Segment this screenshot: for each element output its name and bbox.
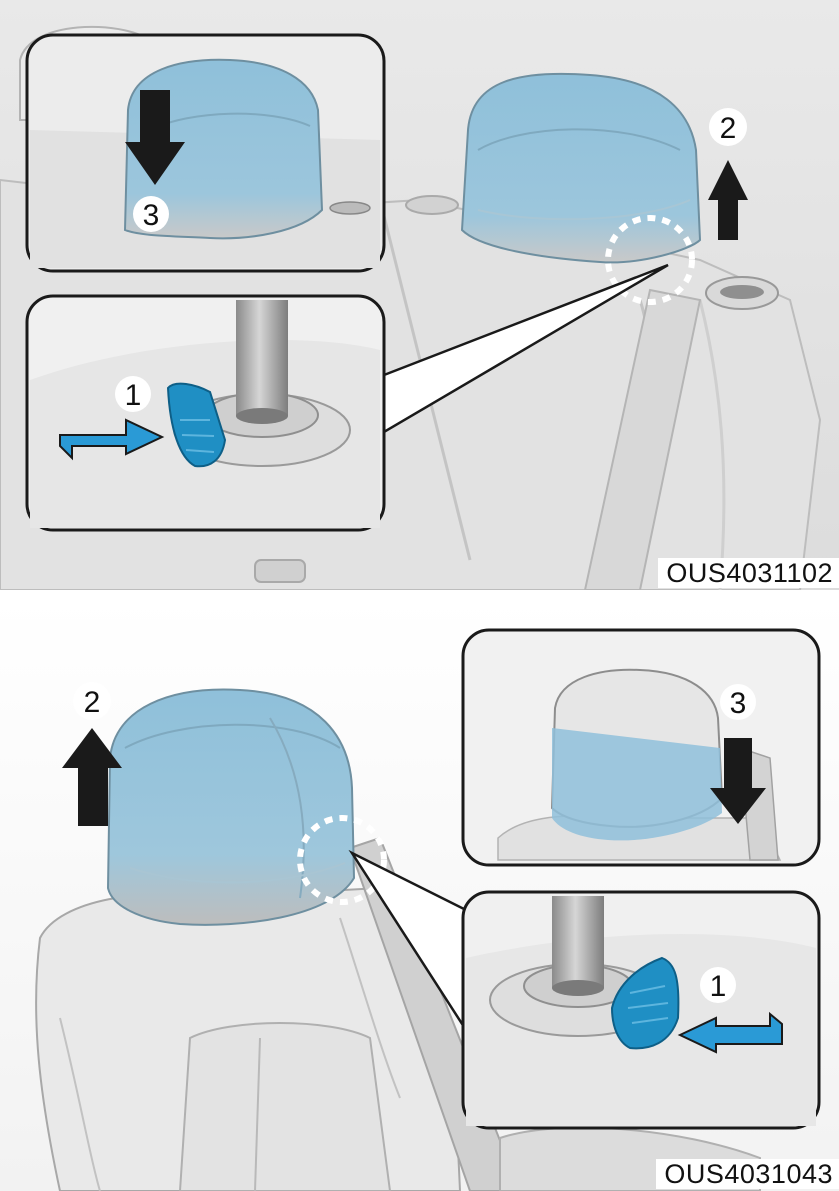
inset-release: 1 <box>25 294 386 532</box>
headrest-right <box>460 72 702 264</box>
top-illustration: 2 3 1 <box>0 0 839 590</box>
headrest-front <box>106 688 356 926</box>
headrest-inset-bottom <box>552 728 722 841</box>
figure-code-bottom: OUS4031043 <box>656 1159 839 1189</box>
bottom-illustration: 2 3 1 <box>0 598 839 1191</box>
arrow-down-icon-bottom <box>710 738 766 824</box>
arrow-up-icon-bottom <box>62 728 122 826</box>
release-button-bottom <box>610 956 680 1050</box>
step-1-label: 1 <box>125 379 142 412</box>
release-button <box>166 382 227 468</box>
highlight-circle-bottom <box>297 815 387 905</box>
figure-code: OUS4031102 <box>658 558 839 588</box>
highlight-circle <box>605 215 695 305</box>
bottom-figure: 2 3 1 OUS40 <box>0 598 839 1191</box>
seat-belt <box>583 288 702 590</box>
inset-insert-bottom: 3 <box>461 628 821 867</box>
top-figure: 2 3 1 OUS40 <box>0 0 839 590</box>
headrest-pole-bottom <box>552 896 604 988</box>
step-3-label-bottom: 3 <box>730 687 747 720</box>
step-2-label-bottom: 2 <box>84 686 101 719</box>
push-arrow-icon-bottom <box>677 1011 783 1054</box>
step-3-label: 3 <box>143 199 160 232</box>
headrest-pole <box>236 300 288 416</box>
headrest-inset <box>123 58 324 240</box>
step-2-label: 2 <box>720 112 737 145</box>
inset-release-bottom: 1 <box>461 890 821 1130</box>
arrow-up-icon <box>708 160 748 240</box>
inset-insert: 3 <box>25 33 386 273</box>
step-1-label-bottom: 1 <box>710 970 727 1003</box>
push-arrow-icon <box>59 418 165 461</box>
arrow-down-icon <box>125 90 185 185</box>
